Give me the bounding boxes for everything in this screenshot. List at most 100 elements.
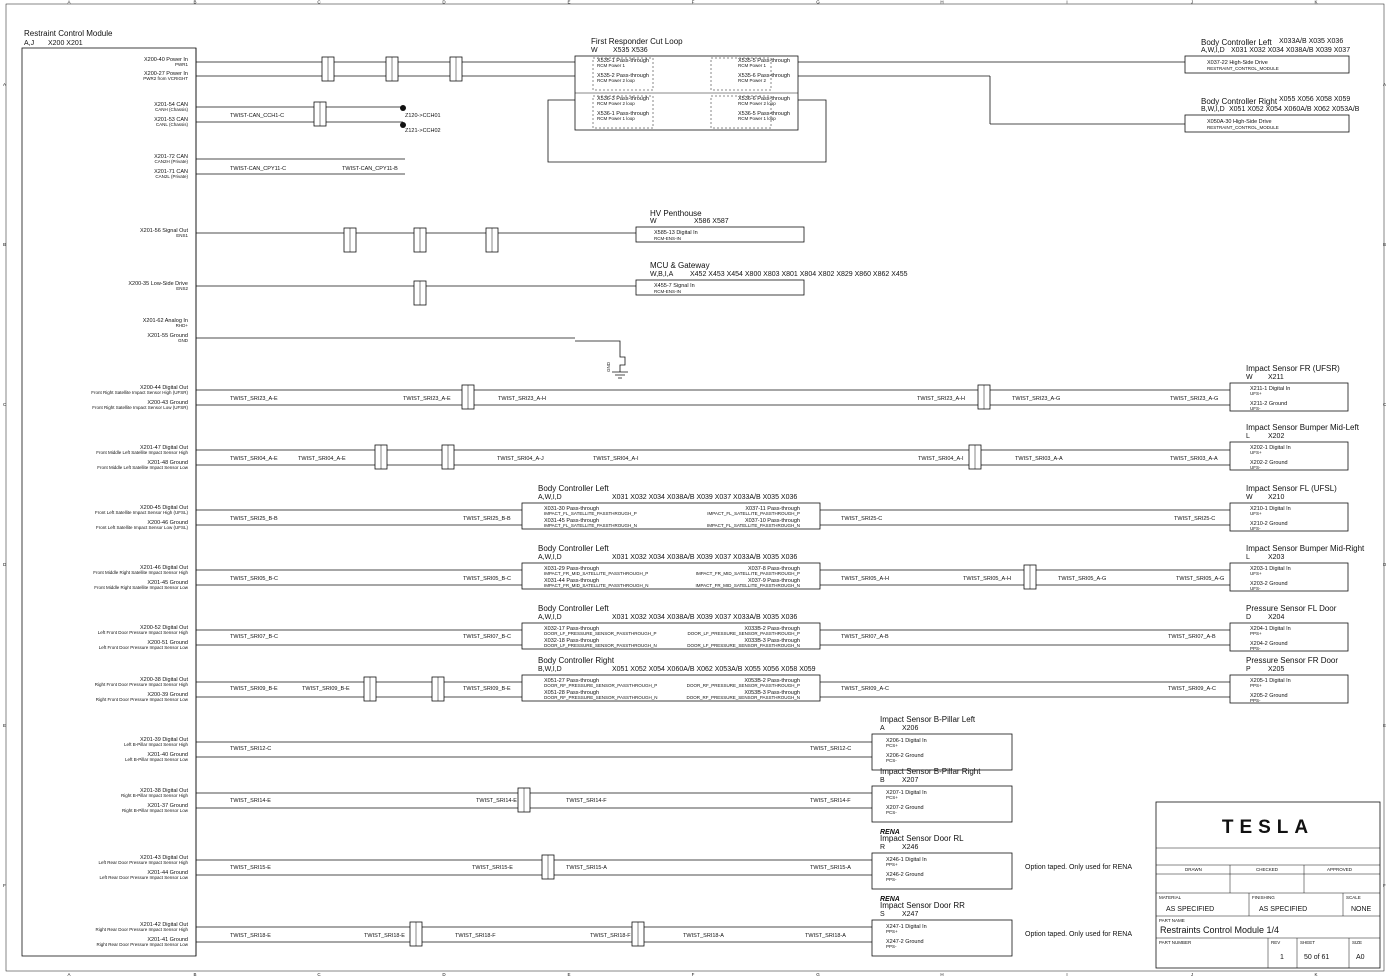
grid-col-bottom: F — [692, 972, 695, 977]
svg-text:SIZE: SIZE — [1352, 940, 1362, 945]
sensor-connector: X203 — [1268, 554, 1284, 561]
midbox-right-line: X037-9 Pass-through — [748, 578, 800, 584]
frcl-left-sub: RCM Power 1 loop — [597, 116, 635, 121]
grid-col-bottom: C — [317, 972, 321, 977]
svg-text:X452 X453 X454 X800 X803: X452 X453 X454 X800 X803 X801 X804 X802 … — [690, 271, 908, 278]
bclt-extra: X033A/B X035 X036 — [1279, 38, 1343, 45]
midbox-left-line: X032-17 Pass-through — [544, 626, 599, 632]
twist-label: TWIST_SRI09_B-E — [463, 686, 511, 692]
midbox-title: Body Controller Left — [538, 604, 609, 613]
rcm-pin-sub: RHD+ — [176, 323, 189, 328]
twist-label: TWIST_SRI07_A-B — [841, 634, 889, 640]
frcl-left-sub: RCM Power 1 — [597, 63, 626, 68]
midbox-left-line: DOOR_LF_PRESSURE_SENSOR_PASSTHROUGH_P — [544, 631, 656, 636]
frcl-right-pin: X536-6 Pass-through — [738, 96, 790, 102]
sensor-outline — [1229, 562, 1349, 592]
midbox-left-line: X031-44 Pass-through — [544, 578, 599, 584]
rcm-pin-sub: CANH (Chassis) — [155, 107, 189, 112]
svg-text:FINISHING: FINISHING — [1252, 895, 1275, 900]
midbox-left-line: X031-45 Pass-through — [544, 518, 599, 524]
svg-text:RESTRAINT_CONTROL_MODULE: RESTRAINT_CONTROL_MODULE — [1207, 66, 1279, 71]
twist-label: TWIST_SRI18-A — [805, 933, 846, 939]
midbox-variants: A,W,I,D — [538, 554, 562, 561]
rcm-variants: A,J — [24, 40, 34, 47]
sensor-pin1-sub: PPS+ — [886, 862, 898, 867]
sensor-title: Impact Sensor Door RR — [880, 901, 965, 910]
sensor-variant: W — [1246, 374, 1253, 381]
rcm-pin-sub: Right Front Door Pressure Impact Sensor … — [95, 682, 189, 687]
rcm-pin-label: X201-72 CAN — [154, 154, 188, 160]
rcm-pin-label: X201-37 Ground — [147, 803, 188, 809]
twist-label: TWIST_SRI15-A — [566, 865, 607, 871]
sheet-border — [5, 3, 1385, 972]
rcm-pin-label: X201-71 CAN — [154, 169, 188, 175]
midbox-left-line: DOOR_RF_PRESSURE_SENSOR_PASSTHROUGH_N — [544, 695, 657, 700]
sensor-pin1: X206-1 Digital In — [886, 738, 927, 744]
rcm-pin-label: X201-43 Digital Out — [140, 855, 188, 861]
sensor-pin2: X202-2 Ground — [1250, 460, 1288, 466]
sensor-pin1: X202-1 Digital In — [1250, 445, 1291, 451]
frcl-right-pin: X535-6 Pass-through — [738, 73, 790, 79]
material-value: AS SPECIFIED — [1166, 906, 1214, 913]
sensor-connector: X205 — [1268, 666, 1284, 673]
sensor-pin2-sub: UFS- — [1250, 465, 1261, 470]
sensor-title: Impact Sensor B-Pillar Right — [880, 767, 981, 776]
twist-label: TWIST_SRI23_A-E — [403, 396, 451, 402]
twist-label: TWIST_SRI04_A-E — [298, 456, 346, 462]
rcm-pin-label: X201-48 Ground — [147, 460, 188, 466]
svg-text:PART NAME: PART NAME — [1159, 918, 1185, 923]
midbox-left-line: IMPACT_FR_MID_SATELLITE_PASSTHROUGH_P — [544, 571, 648, 576]
ground-symbol: GND — [575, 340, 628, 379]
mcu-title: MCU & Gateway — [650, 261, 710, 270]
rcm-pin-sub: Left Front Door Pressure Impact Sensor L… — [99, 645, 189, 650]
twist-label: TWIST_SRI14-F — [566, 798, 607, 804]
midbox-right-line: IMPACT_FR_MID_SATELLITE_PASSTHROUGH_N — [695, 583, 800, 588]
twist-label: TWIST_SRI18-F — [455, 933, 496, 939]
rcm-pin-label: X201-39 Digital Out — [140, 737, 188, 743]
bcrt-extra: X055 X056 X058 X059 — [1279, 96, 1350, 103]
rcm-pin-sub: CAN2L (Private) — [155, 174, 188, 179]
rcm-pin-sub: Right B-Pillar Impact Sensor Low — [122, 808, 189, 813]
frcl-connectors: X535 X536 — [613, 47, 648, 54]
twist-label: TWIST_SRI12-C — [810, 746, 851, 752]
midbox-right-line: DOOR_LF_PRESSURE_SENSOR_PASSTHROUGH_N — [687, 643, 800, 648]
rcm-pin-sub: PWR2 from VCRIGHT — [143, 76, 188, 81]
sensor-outline — [871, 733, 1013, 771]
rcm-pin-label: X201-55 Ground — [147, 333, 188, 339]
grid-row-left: D — [3, 562, 7, 567]
sensor-pin2-sub: PPS- — [886, 877, 897, 882]
grid-col-top: H — [940, 0, 943, 5]
rcm-pin-label: X201-45 Ground — [147, 580, 188, 586]
twist-label: TWIST_SRI18-E — [364, 933, 405, 939]
sensor-pin1-sub: PCS+ — [886, 743, 898, 748]
sensor-title: Impact Sensor FL (UFSL) — [1246, 484, 1337, 493]
rcm-pin-sub: Front Middle Right Satellite Impact Sens… — [94, 585, 189, 590]
sensor-pin1: X205-1 Digital In — [1250, 678, 1291, 684]
rcm-pin-sub: Left Front Door Pressure Impact Sensor H… — [98, 630, 189, 635]
twist-label: TWIST-CAN_CCH1-C — [230, 113, 284, 119]
rcm-pin-label: X201-56 Signal Out — [140, 228, 188, 234]
twist-label: TWIST_SRI12-C — [230, 746, 271, 752]
rcm-pin-sub: PWR1 — [175, 62, 188, 67]
sensor-variant: P — [1246, 666, 1251, 673]
sensor-outline — [1229, 441, 1349, 471]
sensor-outline — [871, 919, 1013, 957]
sensor-pin1-sub: PPS+ — [1250, 631, 1262, 636]
sensor-pin1: X211-1 Digital In — [1250, 386, 1290, 392]
scale-value: NONE — [1351, 906, 1372, 913]
bclt-variants: A,W,I,D — [1201, 47, 1225, 54]
twist-label: TWIST_SRI05_B-C — [463, 576, 511, 582]
sensor-pin2: X210-2 Ground — [1250, 521, 1288, 527]
midbox-title: Body Controller Left — [538, 544, 609, 553]
hv-title: HV Penthouse — [650, 209, 702, 218]
midbox-outline — [521, 502, 821, 530]
twist-label: TWIST_SRI09_A-C — [841, 686, 889, 692]
sensor-pin1-sub: PPS+ — [886, 929, 898, 934]
rcm-pin-sub: Front Right Satellite Impact Sensor Low … — [92, 405, 188, 410]
frcl-left-pin: X536-3 Pass-through — [597, 96, 649, 102]
size-value: A0 — [1356, 954, 1365, 961]
grid-col-bottom: D — [442, 972, 446, 977]
tesla-logo: TESLA — [1222, 817, 1314, 838]
